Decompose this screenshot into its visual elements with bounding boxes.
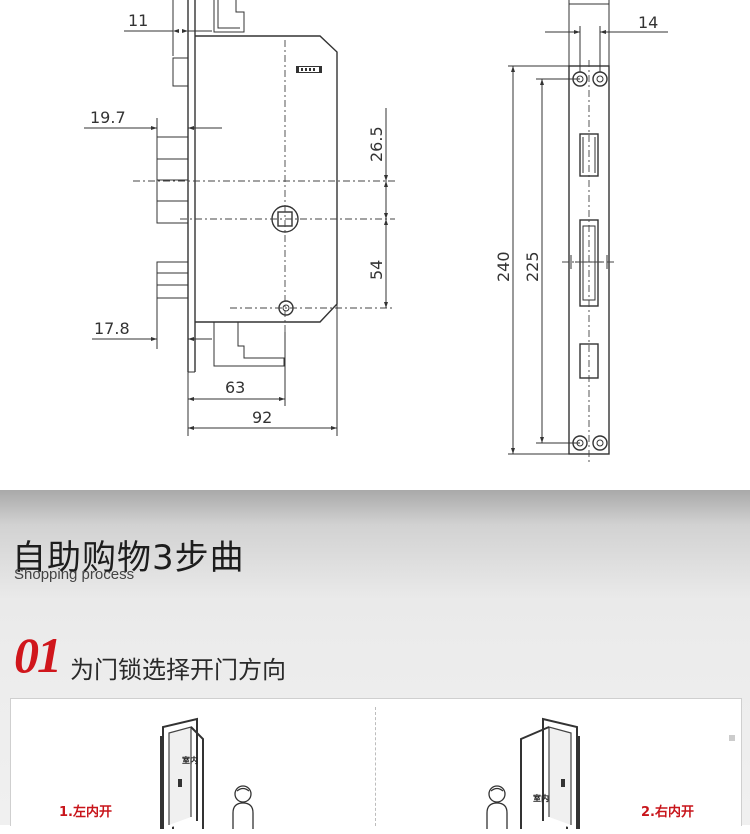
lock-body-side-view: [133, 0, 395, 373]
dim-11-label: 11: [128, 11, 148, 30]
dimension-14: 14: [545, 0, 668, 72]
dim-17-8-label: 17.8: [94, 319, 130, 338]
dimension-240: 240: [494, 65, 569, 455]
corner-mark: [729, 735, 735, 741]
faceplate-front-view: [562, 60, 616, 462]
room-label-2: 室内: [533, 793, 549, 803]
dimension-19-7: 19.7: [84, 108, 222, 137]
dim-54-label: 54: [367, 260, 386, 280]
panel-divider: [375, 707, 376, 826]
section-subtitle: Shopping process: [14, 566, 135, 583]
option-right-inward[interactable]: 室内: [481, 717, 601, 834]
dim-14-label: 14: [638, 13, 658, 32]
section-title: 自助购物3步曲: [12, 538, 245, 578]
shopping-process-section: 自助购物3步曲 Shopping process 01 为门锁选择开门方向 室内…: [0, 490, 750, 829]
step-instruction: 为门锁选择开门方向: [70, 656, 286, 684]
dim-92-label: 92: [252, 408, 272, 427]
room-label-1: 室内: [182, 755, 198, 765]
dimension-26-5: 26.5: [367, 108, 388, 219]
step-number: 01: [14, 627, 62, 683]
dim-19-7-label: 19.7: [90, 108, 126, 127]
option-label-right-inward[interactable]: 2.右内开: [641, 805, 694, 820]
dim-63-label: 63: [225, 378, 245, 397]
dim-26-5-label: 26.5: [367, 126, 386, 162]
dim-225-label: 225: [523, 251, 542, 282]
dimension-63: 63: [187, 332, 286, 436]
lock-technical-drawing: 11 19.7 17.8 26.5 54 63: [84, 0, 668, 462]
door-right-icon: 室内: [486, 717, 580, 829]
door-direction-panel: 室内 1.左内开 室内 2.右内开: [10, 698, 742, 829]
option-label-left-inward[interactable]: 1.左内开: [59, 805, 112, 820]
dimension-225: 225: [523, 78, 580, 444]
dimension-54: 54: [367, 219, 388, 308]
dim-240-label: 240: [494, 251, 513, 282]
option-left-inward[interactable]: 室内: [151, 717, 271, 834]
dimension-11: 11: [124, 0, 212, 56]
door-left-icon: 室内: [160, 717, 254, 829]
dimension-17-8: 17.8: [92, 298, 212, 349]
dimension-92: 92: [188, 304, 338, 436]
